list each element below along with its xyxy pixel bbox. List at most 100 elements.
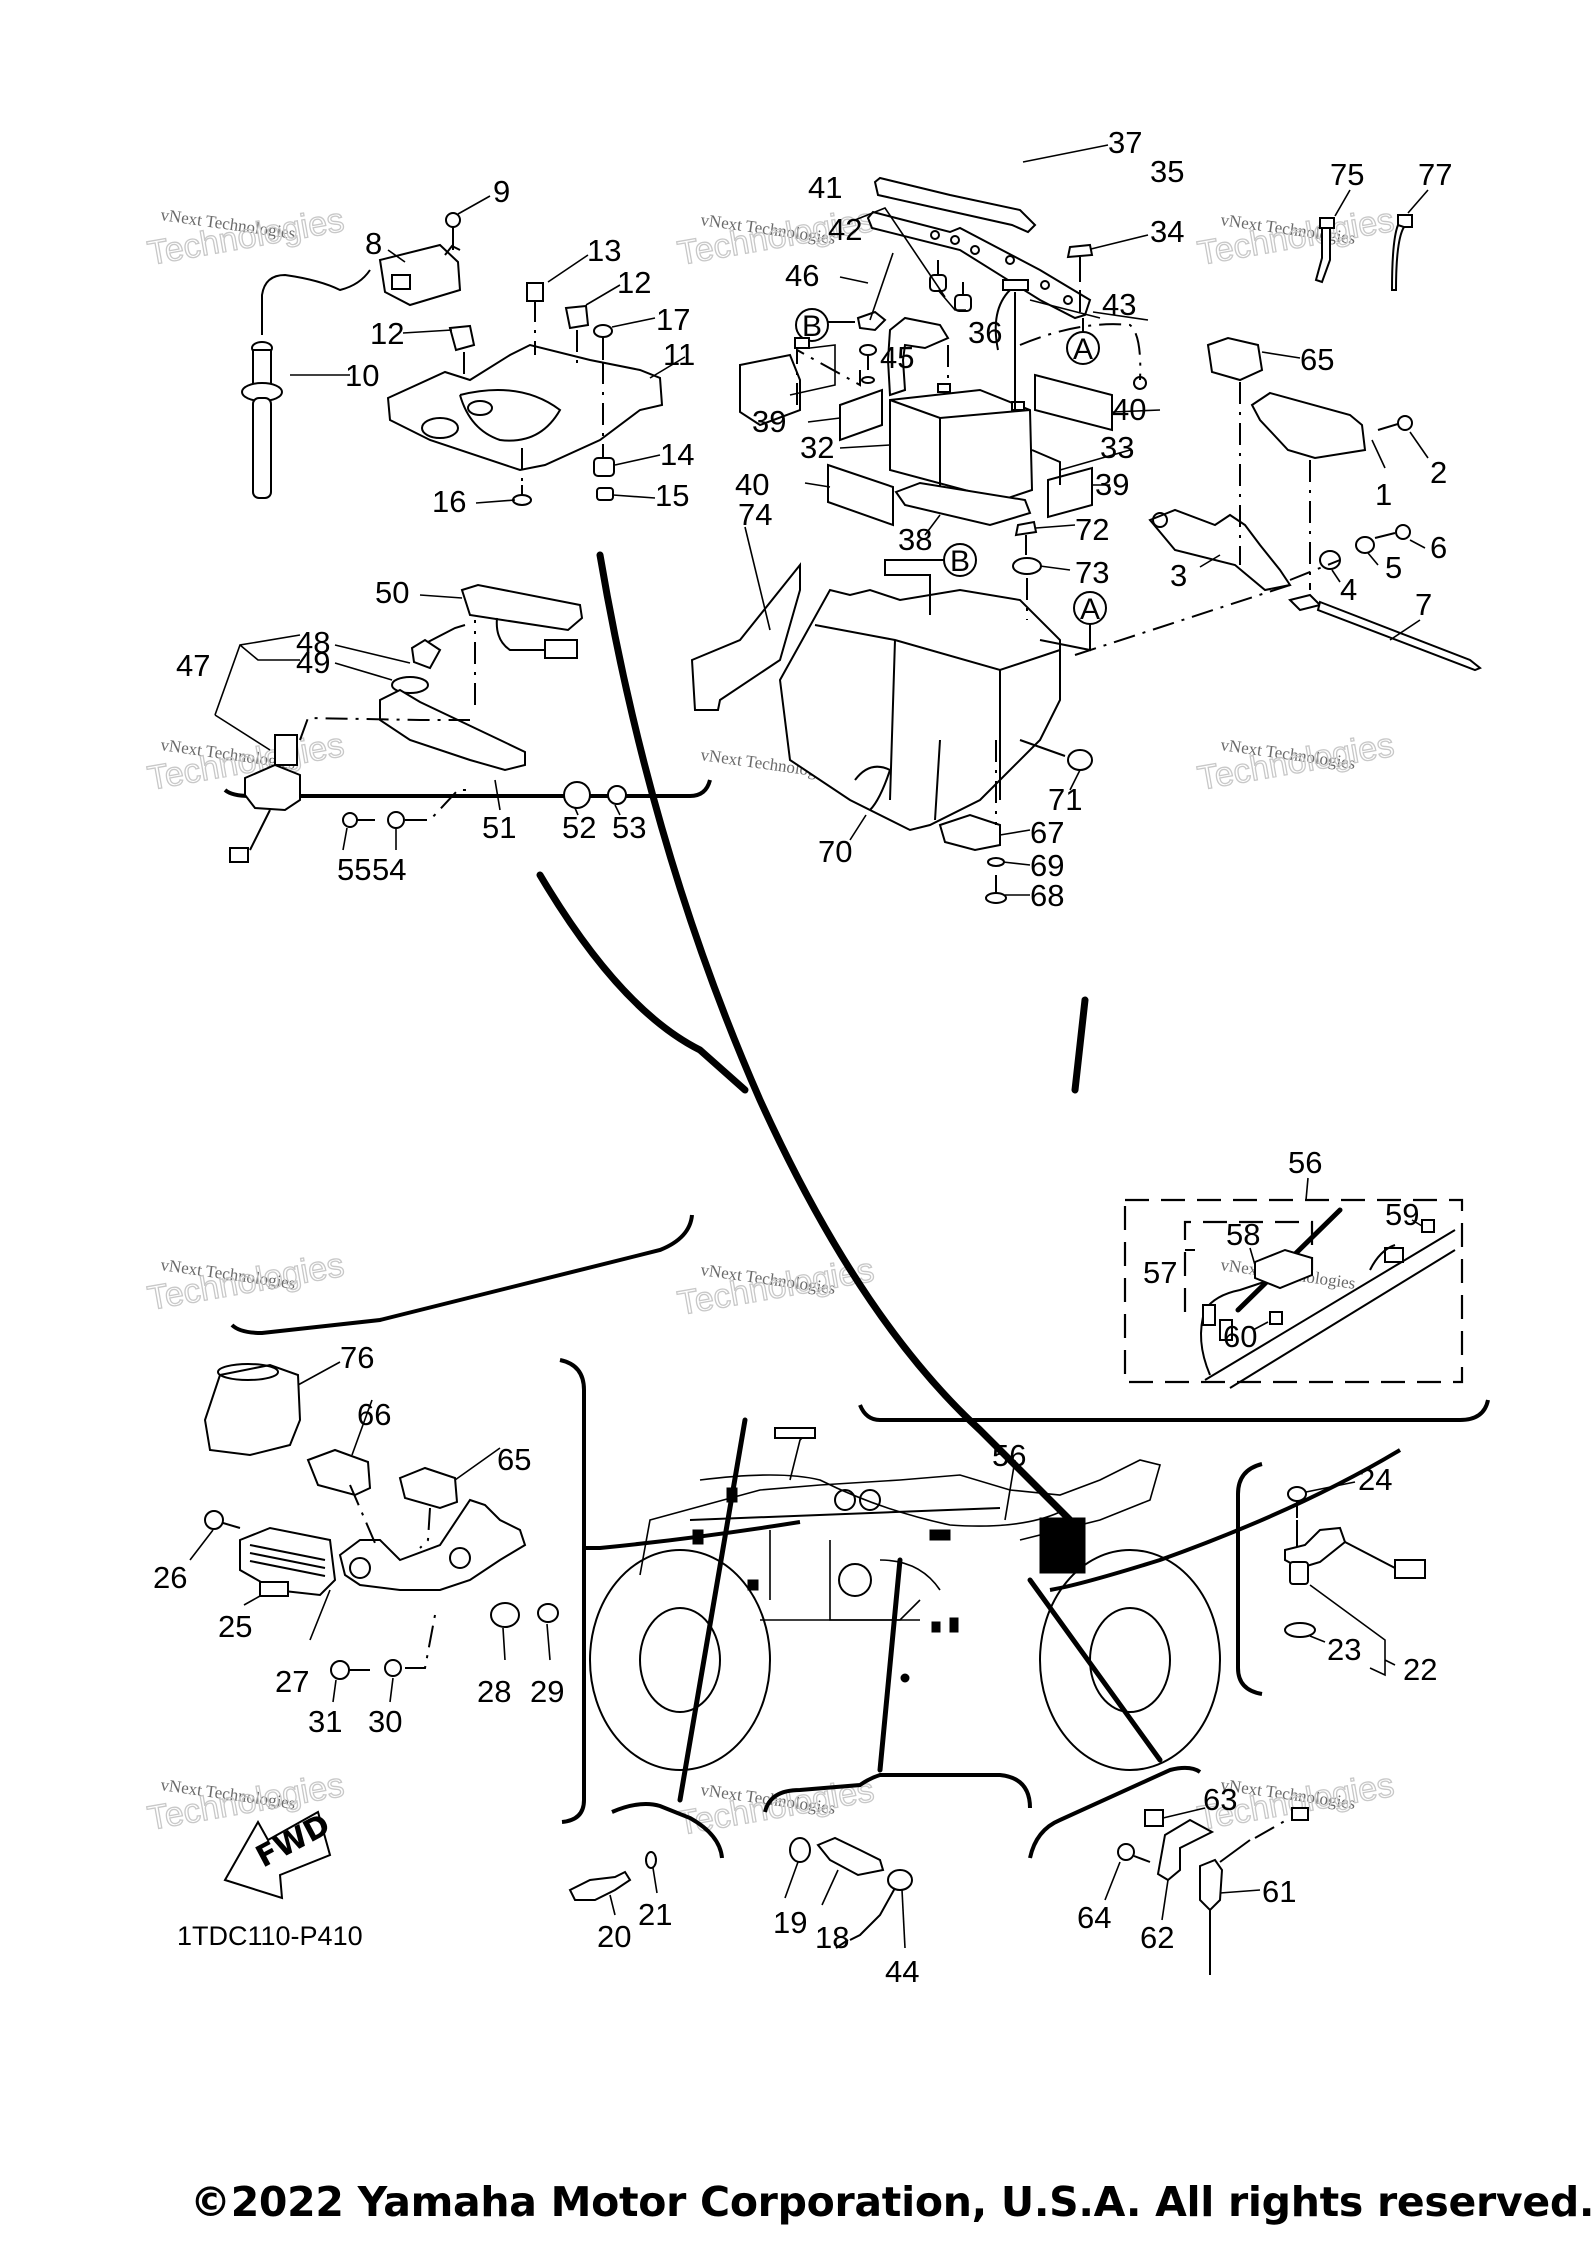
key-cover xyxy=(391,676,429,694)
callout-29: 29 xyxy=(530,1674,564,1709)
diagram-code: 1TDC110-P410 xyxy=(177,1921,363,1951)
callout-76: 76 xyxy=(340,1340,374,1375)
callout-73: 73 xyxy=(1075,555,1109,590)
vehicle-overview: 56 xyxy=(589,1427,1221,1771)
watermarks: vNext Technologies Technologies vNext Te… xyxy=(144,200,1397,1843)
copyright-notice: ©2022 Yamaha Motor Corporation, U.S.A. A… xyxy=(190,2178,1594,2226)
electrical-parts-diagram: vNext Technologies Technologies vNext Te… xyxy=(144,125,1490,1989)
callout-49: 49 xyxy=(296,645,330,680)
callout-18: 18 xyxy=(815,1920,849,1955)
collar xyxy=(537,1603,559,1623)
callout-39: 39 xyxy=(752,404,786,439)
main-switch xyxy=(244,763,301,812)
callout-46: 46 xyxy=(785,258,819,293)
reference-marker-b-label: B xyxy=(802,310,822,343)
ecu-bracket-group: 65 2 1 6 5 4 3 7 xyxy=(1074,336,1482,672)
callout-41: 41 xyxy=(808,170,842,205)
callout-40: 40 xyxy=(735,467,769,502)
callout-12: 12 xyxy=(370,316,404,351)
callout-39: 39 xyxy=(1095,467,1129,502)
callout-64: 64 xyxy=(1077,1900,1111,1935)
callout-75: 75 xyxy=(1330,157,1364,192)
thermo-switch-group: 20 21 xyxy=(568,1851,672,1954)
battery-box-group: B A 74 72 73 71 70 67 69 68 xyxy=(690,497,1109,913)
callout-70: 70 xyxy=(818,834,852,869)
callout-47: 47 xyxy=(176,648,210,683)
cap xyxy=(1421,1219,1435,1233)
reference-marker-a-label: A xyxy=(1073,333,1093,366)
fuse xyxy=(794,337,810,349)
damper xyxy=(954,294,972,312)
coupler-cover xyxy=(203,1363,302,1457)
bolt xyxy=(1014,520,1038,555)
callout-7: 7 xyxy=(1415,587,1432,622)
battery-stay xyxy=(866,210,1092,320)
harness-outline xyxy=(1123,1198,1464,1384)
callout-69: 69 xyxy=(1030,848,1064,883)
callout-55: 55 xyxy=(337,852,371,887)
battery-lead-positive xyxy=(886,316,950,397)
callout-33: 33 xyxy=(1100,430,1134,465)
cable-band xyxy=(1288,593,1482,672)
callout-21: 21 xyxy=(638,1897,672,1932)
reference-marker-a-label: A xyxy=(1080,593,1100,626)
front-wheel xyxy=(589,1549,771,1771)
switch-lead-cap xyxy=(887,1869,913,1891)
callout-43: 43 xyxy=(1102,287,1136,322)
connector xyxy=(544,639,578,659)
mounting-bracket xyxy=(386,343,664,472)
callout-15: 15 xyxy=(655,478,689,513)
relay xyxy=(306,1448,372,1497)
washer xyxy=(387,811,405,829)
grommet xyxy=(448,324,476,352)
collar xyxy=(607,785,627,805)
fuse-holder xyxy=(1269,1311,1283,1325)
grommet xyxy=(564,304,590,330)
bracket-hole xyxy=(467,400,493,416)
screw xyxy=(342,812,375,828)
gasket xyxy=(789,1837,811,1863)
callout-48: 48 xyxy=(296,625,330,660)
neutral-switch-group: 19 18 44 xyxy=(773,1836,919,1989)
bolt xyxy=(1066,243,1094,312)
connector xyxy=(1394,1559,1426,1579)
reference-marker-b-label: B xyxy=(950,545,970,578)
callout-30: 30 xyxy=(368,1704,402,1739)
key xyxy=(410,638,442,670)
damper xyxy=(563,781,591,809)
callout-68: 68 xyxy=(1030,878,1064,913)
harness-connector-marker xyxy=(1039,1517,1086,1574)
callout-32: 32 xyxy=(800,430,834,465)
damper xyxy=(593,457,615,477)
callout-44: 44 xyxy=(885,1954,919,1989)
battery-sheet xyxy=(894,481,1032,527)
callout-56: 56 xyxy=(992,1438,1026,1473)
callout-42: 42 xyxy=(828,212,862,247)
bolt xyxy=(985,875,1007,904)
callout-24: 24 xyxy=(1358,1462,1392,1497)
starter-relay xyxy=(739,353,801,427)
callout-54: 54 xyxy=(372,852,406,887)
callout-34: 34 xyxy=(1150,214,1184,249)
callout-71: 71 xyxy=(1048,782,1082,817)
spark-plug-cap xyxy=(241,269,371,499)
cable-tie-head xyxy=(1319,217,1335,229)
reference-marker-b xyxy=(795,308,829,342)
pickup-coil-group: 24 23 22 xyxy=(1284,1462,1437,1687)
battery-band xyxy=(873,176,1037,234)
connector xyxy=(229,847,249,863)
callout-57: 57 xyxy=(1143,1255,1177,1290)
callout-13: 13 xyxy=(587,233,621,268)
callout-52: 52 xyxy=(562,810,596,845)
harness-connector-marker xyxy=(900,1673,910,1683)
callout-56: 56 xyxy=(1288,1145,1322,1180)
callout-16: 16 xyxy=(432,484,466,519)
callout-38: 38 xyxy=(898,522,932,557)
callout-65: 65 xyxy=(1300,342,1334,377)
relay xyxy=(398,1466,459,1510)
callout-35: 35 xyxy=(1150,154,1184,189)
callout-77: 77 xyxy=(1418,157,1452,192)
callout-63: 63 xyxy=(1203,1782,1237,1817)
callout-31: 31 xyxy=(308,1704,342,1739)
relay-bracket xyxy=(338,1498,527,1591)
